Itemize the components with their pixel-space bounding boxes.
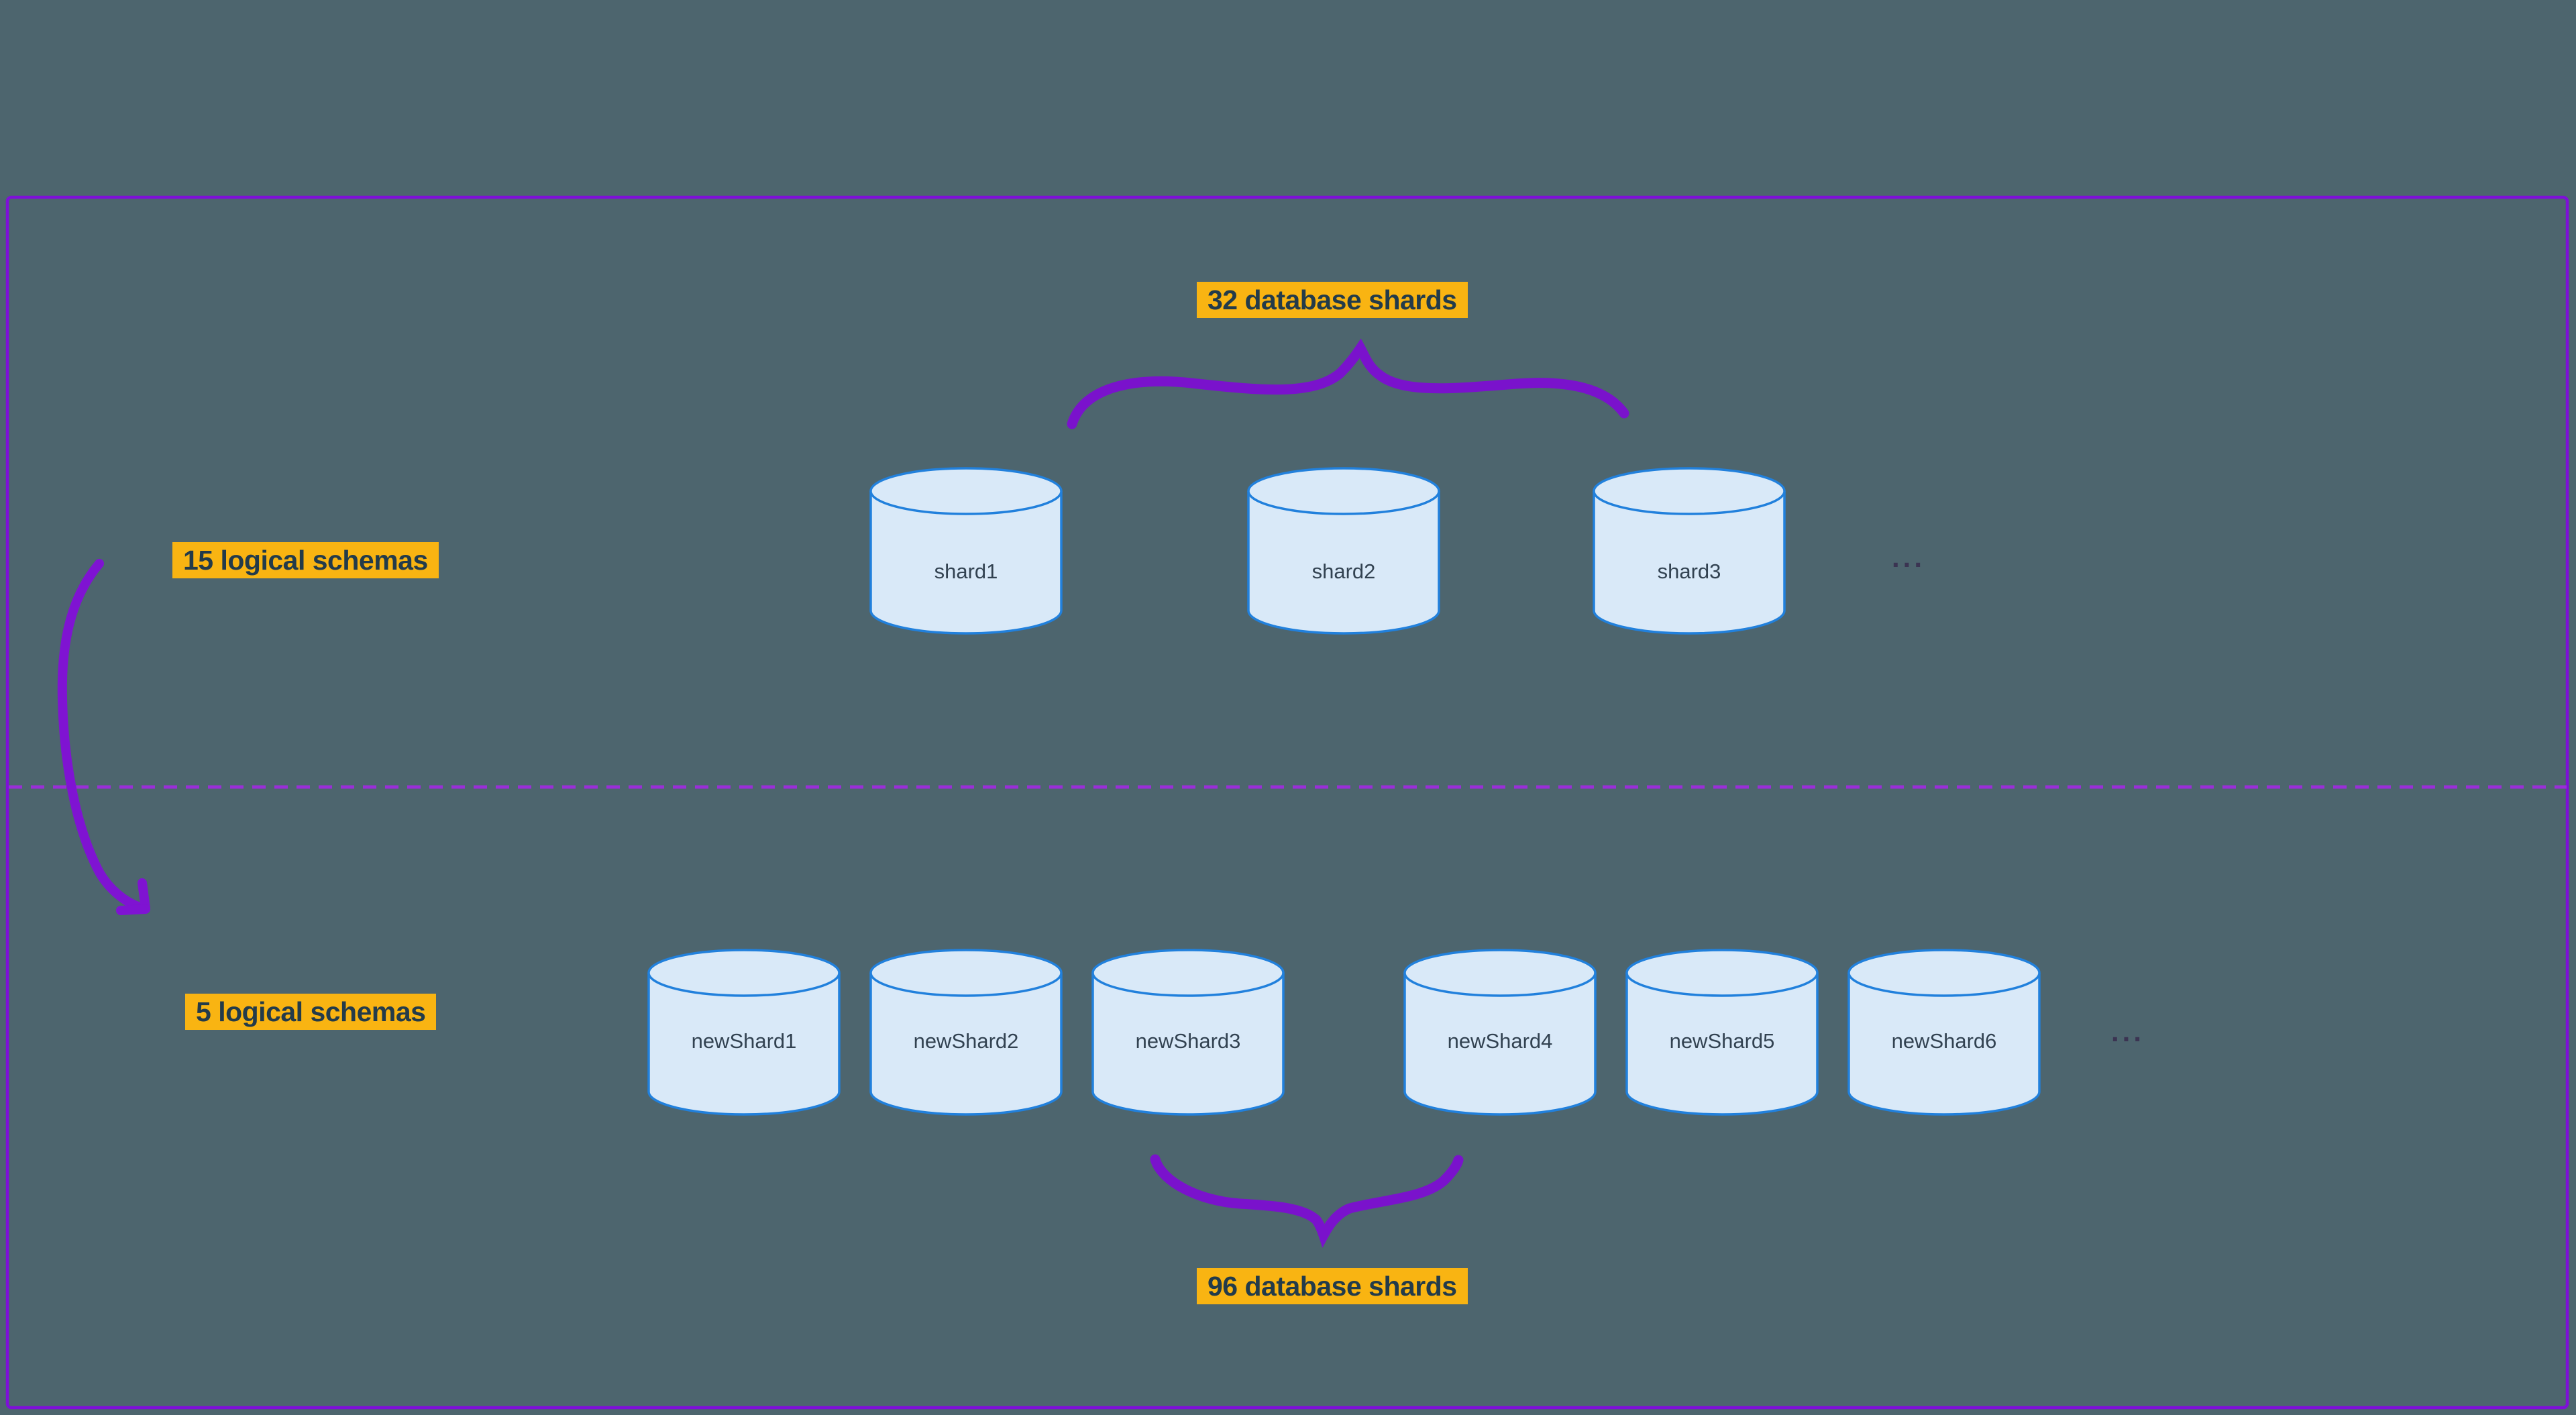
old-shards-ellipsis: ... bbox=[1892, 541, 1925, 573]
db-cylinder-newshard6: newShard6 bbox=[1847, 949, 2041, 1116]
db-cylinder-newshard2: newShard2 bbox=[869, 949, 1063, 1116]
shard2-label: shard2 bbox=[1312, 560, 1376, 583]
old-shards-row: shard1 shard2 shard3 ... bbox=[869, 467, 1925, 635]
arrowhead-barb-left bbox=[116, 904, 150, 915]
db-cylinder-shard3: shard3 bbox=[1593, 467, 1786, 635]
db-cylinder-shard1: shard1 bbox=[869, 467, 1063, 635]
shard3-label: shard3 bbox=[1658, 560, 1721, 583]
newshard4-label: newShard4 bbox=[1448, 1029, 1553, 1053]
db-cylinder-newshard5: newShard5 bbox=[1625, 949, 1819, 1116]
bottom-brace bbox=[1150, 1154, 1464, 1248]
newshard5-label: newShard5 bbox=[1670, 1029, 1775, 1053]
top-brace bbox=[1067, 338, 1629, 429]
new-schema-count-label: 5 logical schemas bbox=[185, 994, 437, 1030]
schemas-transition-arrow bbox=[57, 559, 150, 915]
db-cylinder-newshard1: newShard1 bbox=[647, 949, 841, 1116]
newshard6-label: newShard6 bbox=[1892, 1029, 1997, 1053]
arrowhead-barb-top bbox=[138, 878, 150, 913]
db-cylinder-shard2: shard2 bbox=[1247, 467, 1440, 635]
db-cylinder-newshard4: newShard4 bbox=[1403, 949, 1597, 1116]
newshard2-label: newShard2 bbox=[914, 1029, 1019, 1053]
old-schema-count-label: 15 logical schemas bbox=[172, 542, 439, 578]
top-shard-count-label: 32 database shards bbox=[1197, 282, 1468, 318]
bottom-shard-count-label: 96 database shards bbox=[1197, 1268, 1468, 1304]
db-cylinder-newshard3: newShard3 bbox=[1091, 949, 1285, 1116]
new-shards-row: newShard1 newShard2 newShard3 newShard4 bbox=[647, 949, 2145, 1116]
new-shards-ellipsis: ... bbox=[2111, 1016, 2145, 1047]
frame-border bbox=[5, 195, 2569, 1410]
shard1-label: shard1 bbox=[934, 560, 998, 583]
newshard1-label: newShard1 bbox=[692, 1029, 797, 1053]
newshard3-label: newShard3 bbox=[1136, 1029, 1241, 1053]
